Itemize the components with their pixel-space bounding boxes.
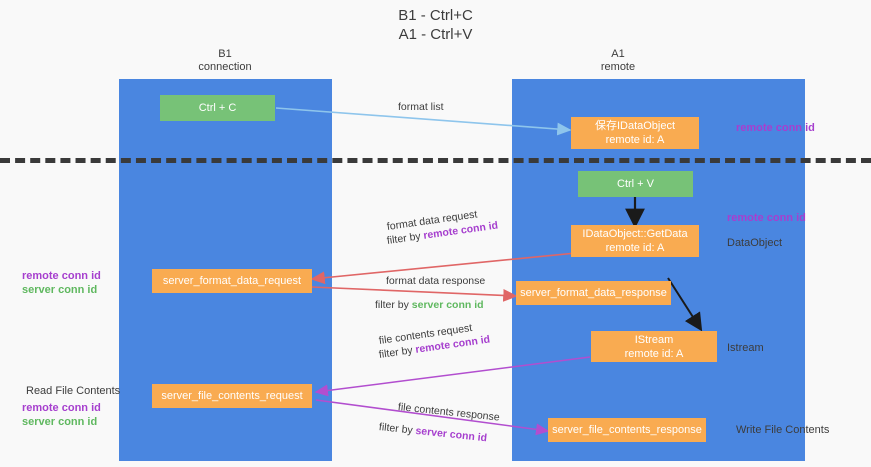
box-save-idataobject-line2: remote id: A [605,134,665,146]
box-server-format-data-request[interactable]: server_format_data_request [152,269,312,293]
box-save-idataobject-line1: 保存IDataObject [594,120,676,132]
label-file-contents-response: file contents response [397,401,501,424]
column-right-role: remote [600,61,636,73]
label-file-contents-response-filter: filter by server conn id [378,420,487,445]
annotation-remote-conn-id-mid: remote conn id [727,211,806,225]
box-save-idataobject[interactable]: 保存IDataObject remote id: A [571,117,699,149]
annotation-istream: Istream [727,341,764,355]
annotation-remote-conn-id-mid-text: remote conn id [727,212,806,224]
box-idataobject-getdata-line1: IDataObject::GetData [582,228,688,240]
box-server-format-data-request-label: server_format_data_request [162,275,302,287]
column-header-right: A1 remote [548,48,688,74]
annotation-left-remote-conn-id-mid-text: remote conn id [22,270,101,282]
annotation-dataobject: DataObject [727,236,782,250]
label-file-contents-response-filter-value: server conn id [414,424,488,445]
box-istream-line1: IStream [634,333,674,346]
box-ctrl-v[interactable]: Ctrl + V [578,171,693,197]
label-format-data-response: format data response [386,275,486,287]
annotation-left-server-conn-id-bottom-text: server conn id [22,416,98,428]
annotation-left-remote-conn-id-bottom: remote conn id [22,401,101,415]
title-line-1: B1 - Ctrl+C [398,7,473,24]
diagram-title: B1 - Ctrl+C A1 - Ctrl+V [0,6,871,44]
annotation-remote-conn-id-top-text: remote conn id [736,122,815,134]
annotation-read-file-contents-text: Read File Contents [26,385,121,397]
column-left-role: connection [198,61,252,73]
annotation-left-server-conn-id-bottom: server conn id [22,415,97,429]
box-ctrl-v-label: Ctrl + V [617,178,654,190]
column-left-name: B1 [218,48,232,60]
label-format-data-request-filter-prefix: filter by [386,229,425,247]
box-idataobject-getdata[interactable]: IDataObject::GetData remote id: A [571,225,699,257]
annotation-dataobject-text: DataObject [727,237,783,249]
box-idataobject-getdata-line2: remote id: A [605,242,665,254]
annotation-write-file-contents-text: Write File Contents [736,424,830,436]
annotation-write-file-contents: Write File Contents [736,423,829,437]
annotation-read-file-contents: Read File Contents [26,384,120,398]
box-ctrl-c-label: Ctrl + C [198,102,237,114]
label-format-data-response-filter: filter by server conn id [375,298,484,312]
box-server-file-contents-response-label: server_file_contents_response [552,424,702,436]
box-istream-line2: remote id: A [624,347,684,360]
box-server-format-data-response-label: server_format_data_response [520,287,667,299]
section-divider [0,158,871,163]
box-server-file-contents-request[interactable]: server_file_contents_request [152,384,312,408]
label-format-data-response-filter-prefix: filter by [375,299,412,311]
annotation-left-server-conn-id-mid: server conn id [22,283,97,297]
column-right-name: A1 [611,48,625,60]
box-server-file-contents-request-label: server_file_contents_request [161,390,303,402]
title-line-2: A1 - Ctrl+V [398,26,473,43]
annotation-istream-text: Istream [727,342,764,354]
annotation-left-remote-conn-id-mid: remote conn id [22,269,101,283]
annotation-left-remote-conn-id-bottom-text: remote conn id [22,402,101,414]
label-format-list: format list [398,101,444,113]
box-server-format-data-response[interactable]: server_format_data_response [516,281,671,305]
arrow-format-data-response [311,286,518,302]
label-format-data-response-filter-value: server conn id [411,299,484,311]
box-server-file-contents-response[interactable]: server_file_contents_response [548,418,706,442]
annotation-remote-conn-id-top: remote conn id [736,121,815,135]
label-file-contents-response-filter-prefix: filter by [378,421,417,437]
annotation-left-server-conn-id-mid-text: server conn id [22,284,98,296]
column-header-left: B1 connection [155,48,295,74]
box-istream[interactable]: IStream remote id: A [591,331,717,362]
label-file-contents-request-filter-prefix: filter by [378,343,417,361]
box-ctrl-c[interactable]: Ctrl + C [160,95,275,121]
